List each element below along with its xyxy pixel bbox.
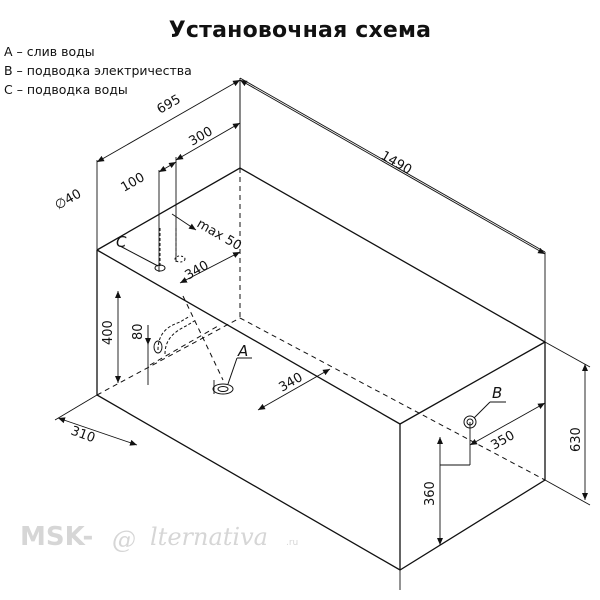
dim-diameter-40: ∅40 (53, 187, 85, 214)
label-a: A (237, 342, 248, 360)
legend-item-c: C – подводка воды (4, 82, 128, 97)
connection-b (463, 401, 506, 429)
dim-1490: 1490 (378, 148, 414, 178)
legend: A – слив воды B – подводка электричества… (4, 42, 192, 99)
watermark-at: @ (112, 526, 136, 554)
drain-a-icon (212, 383, 234, 395)
dim-100: 100 (119, 170, 148, 195)
dim-340-top: 340 (183, 258, 212, 283)
watermark: MSK- @ lternativa .ru (20, 522, 298, 554)
dim-695: 695 (155, 92, 184, 117)
dimension-lines (57, 79, 588, 545)
dim-80: 80 (131, 323, 146, 340)
dim-400: 400 (101, 320, 116, 345)
connection-a (212, 357, 252, 395)
watermark-left: MSK- (20, 522, 93, 552)
diagram-title: Установочная схема (168, 18, 432, 43)
power-inlet-b-icon (463, 415, 477, 429)
label-b: B (492, 384, 502, 402)
connection-c (119, 228, 186, 272)
dim-310: 310 (69, 424, 97, 447)
watermark-suffix: .ru (286, 538, 298, 548)
bathtub-box (96, 167, 546, 571)
legend-item-a: A – слив воды (4, 44, 95, 59)
label-c: C (116, 233, 127, 251)
overflow-pipe (153, 315, 197, 355)
dim-max-50: max 50 (194, 216, 244, 253)
dim-360: 360 (423, 481, 438, 506)
dim-630: 630 (569, 427, 584, 452)
legend-item-b: B – подводка электричества (4, 63, 192, 78)
watermark-right: lternativa (150, 523, 268, 551)
